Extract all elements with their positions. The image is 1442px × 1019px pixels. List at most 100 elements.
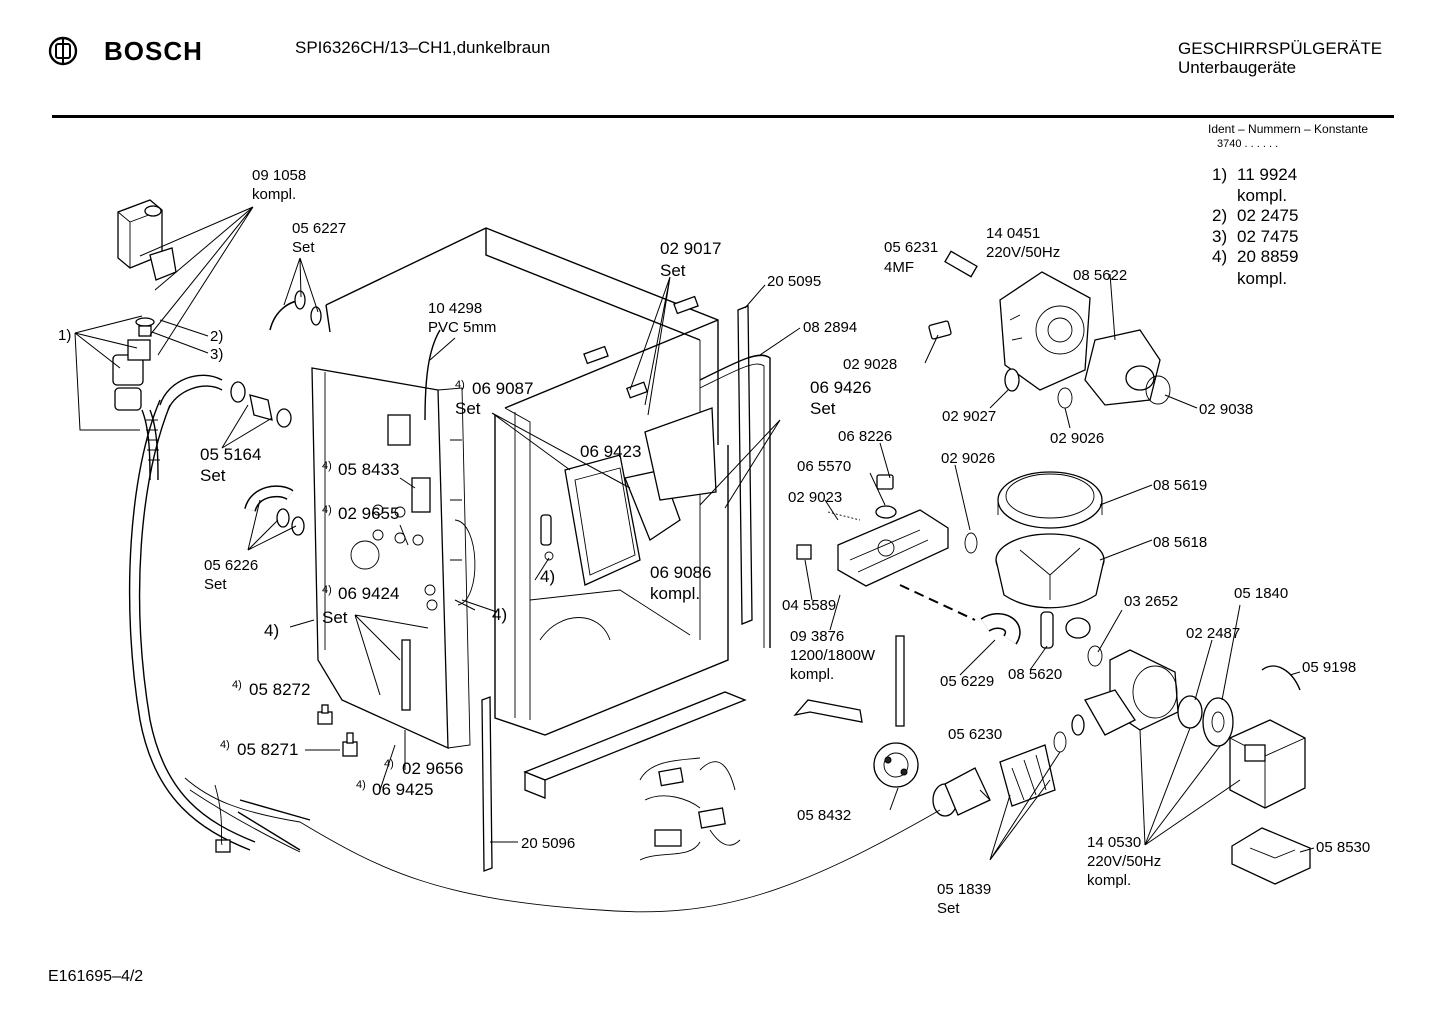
hose-056229 [980,613,1021,645]
label-140530-b: kompl. [1087,872,1131,889]
label-059198: 05 9198 [1302,659,1356,676]
label-029026a: 02 9026 [1050,430,1104,447]
heater-holder-drawing [793,635,905,727]
plinth-rail-drawing [523,691,747,799]
label-left-4: 4) [264,621,279,640]
label-029017: 02 9017 [660,239,721,258]
side-list-2-num: 02 2475 [1237,206,1298,225]
door-panel-drawing [311,329,476,750]
label-085620: 08 5620 [1008,666,1062,683]
label-029038: 02 9038 [1199,401,1253,418]
label-056229: 05 6229 [940,673,994,690]
ident-side-list: 1) 11 9924 kompl. 2) 02 2475 3) 02 7475 … [1212,165,1298,288]
label-029023: 02 9023 [788,489,842,506]
label-029028: 02 9028 [843,356,897,373]
label-ref-3: 3) [210,346,223,363]
circulation-pump-parts [1071,649,1301,747]
label-069086: 06 9086 [650,563,711,582]
label-085618: 08 5618 [1153,534,1207,551]
label-056231-sub: 4MF [884,259,914,276]
cover-058530 [1231,827,1311,885]
label-069426: 06 9426 [810,378,871,397]
pressure-switch-058432 [873,742,919,788]
sup-069425: 4) [356,779,366,791]
aquastop-valve-drawing [112,199,177,481]
label-mid-4b: 4) [492,605,507,624]
label-082894: 08 2894 [803,319,857,336]
label-068226: 06 8226 [838,428,892,445]
label-091058: 09 1058 [252,167,306,184]
label-056227: 05 6227 [292,220,346,237]
side-rails-drawing [481,305,771,872]
label-065570: 06 5570 [797,458,851,475]
model-title: SPI6326CH/13–CH1,dunkelbraun [295,38,551,57]
sup-058433: 4) [322,460,332,472]
brand-name: BOSCH [104,36,203,66]
label-029655: 02 9655 [338,504,399,523]
label-058271: 05 8271 [237,740,298,759]
heater-block-093876 [796,474,949,587]
label-091058-sub: kompl. [252,186,296,203]
label-069423: 06 9423 [580,442,641,461]
sup-058271: 4) [220,739,230,751]
side-list-3-ref: 3) [1212,227,1227,246]
pipe-085620 [1040,611,1091,649]
label-069425: 06 9425 [372,780,433,799]
label-058433: 05 8433 [338,460,399,479]
category-main: GESCHIRRSPÜLGERÄTE [1178,39,1383,58]
label-093876: 09 3876 [790,628,844,645]
side-list-4-sub: kompl. [1237,269,1287,288]
sup-058272: 4) [232,679,242,691]
detergent-dispenser-069423 [564,407,717,586]
sup-029656: 4) [384,758,394,770]
small-parts-029028 [928,320,1073,409]
label-085622: 08 5622 [1073,267,1127,284]
sup-069424: 4) [322,584,332,596]
inlet-hose-drawing [128,374,311,853]
bosch-logo [48,36,78,66]
label-069424: 06 9424 [338,584,399,603]
label-069426-sub: Set [810,399,836,418]
switch-058271 [342,732,358,757]
label-104298: 10 4298 [428,300,482,317]
label-205096: 20 5096 [521,835,575,852]
label-051839-sub: Set [937,900,960,917]
drawing-id: E161695–4/2 [48,968,144,985]
label-085619: 08 5619 [1153,477,1207,494]
label-093876-b: kompl. [790,666,834,683]
part-labels: 09 1058 kompl. 05 6227 Set 1) 2) 3) 05 5… [58,167,1370,917]
side-list-1-ref: 1) [1212,165,1227,184]
label-056226-sub: Set [204,576,227,593]
outline-leader [299,809,941,913]
filter-set-051839 [999,731,1067,807]
capacitor-056231 [944,250,978,278]
label-069087: 06 9087 [472,379,533,398]
label-056230: 05 6230 [948,726,1002,743]
side-list-2-ref: 2) [1212,206,1227,225]
switch-058272 [317,704,333,725]
label-069086-sub: kompl. [650,584,700,603]
side-list-4-num: 20 8859 [1237,247,1298,266]
hose-clamp-set-056227 [269,290,322,331]
pump-motor-140530 [1229,719,1306,809]
label-056226: 05 6226 [204,557,258,574]
filter-housing-085618 [995,533,1105,609]
label-058272: 05 8272 [249,680,310,699]
sump-085619 [997,471,1103,529]
side-list-3-num: 02 7475 [1237,227,1298,246]
pump-motor-140451 [999,271,1091,391]
label-056231: 05 6231 [884,239,938,256]
side-list-1-sub: kompl. [1237,186,1287,205]
label-055164: 05 5164 [200,445,261,464]
label-051839: 05 1839 [937,881,991,898]
label-140530-a: 220V/50Hz [1087,853,1161,870]
ident-code: 3740 . . . . . . [1217,138,1279,150]
label-058530: 05 8530 [1316,839,1370,856]
label-ref-1: 1) [58,327,71,344]
sup-029655: 4) [322,504,332,516]
label-056227-sub: Set [292,239,315,256]
label-032652: 03 2652 [1124,593,1178,610]
label-029656: 02 9656 [402,759,463,778]
cable-harness-drawing [639,757,741,861]
